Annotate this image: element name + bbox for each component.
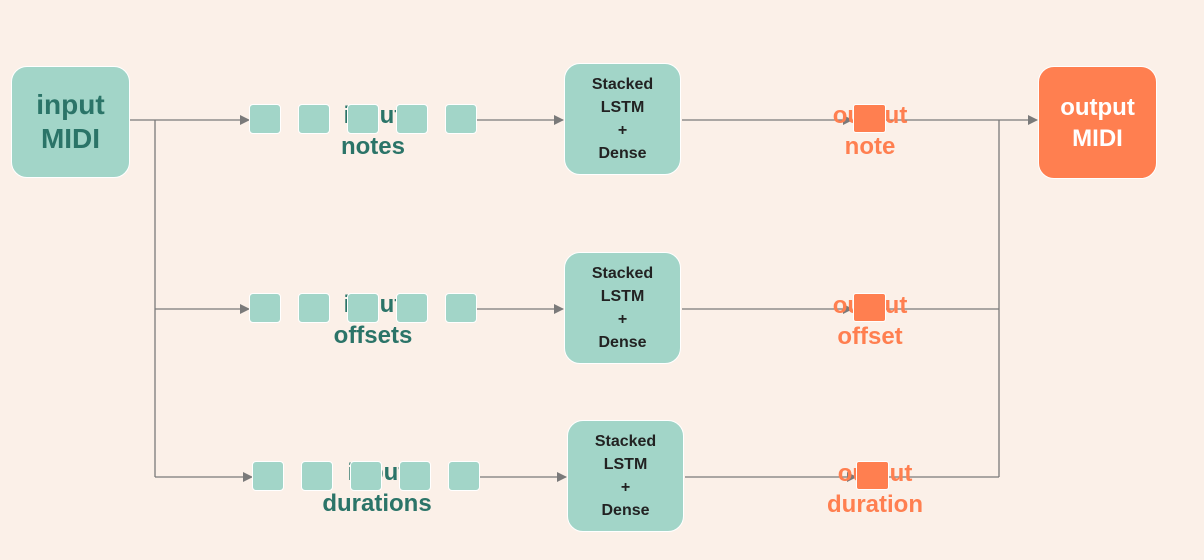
offsets-seq-item (445, 293, 477, 323)
output-offset-square (853, 293, 886, 322)
offsets-seq-item (347, 293, 379, 323)
notes-seq-item (445, 104, 477, 134)
output-note-square (853, 104, 886, 133)
output-duration-square (856, 461, 889, 490)
durations-seq-item (399, 461, 431, 491)
notes-seq-item (249, 104, 281, 134)
input-midi-line1: input (36, 89, 105, 120)
input-midi-line2: MIDI (40, 123, 101, 154)
output-offset-label: outputoffset (833, 292, 908, 350)
notes-seq-item (298, 104, 330, 134)
offsets-seq-item (298, 293, 330, 323)
offsets-seq-item (396, 293, 428, 323)
notes-seq-item (347, 104, 379, 134)
input-midi-node: input MIDI (11, 66, 130, 178)
durations-seq-item (350, 461, 382, 491)
output-midi-line2: MIDI (1072, 124, 1123, 152)
output-midi-line1: output (1060, 93, 1135, 121)
offsets-seq-item (249, 293, 281, 323)
notes-seq-item (396, 104, 428, 134)
durations-seq-item (252, 461, 284, 491)
durations-seq-item (448, 461, 480, 491)
durations-seq-item (301, 461, 333, 491)
output-midi-node: output MIDI (1038, 66, 1157, 179)
